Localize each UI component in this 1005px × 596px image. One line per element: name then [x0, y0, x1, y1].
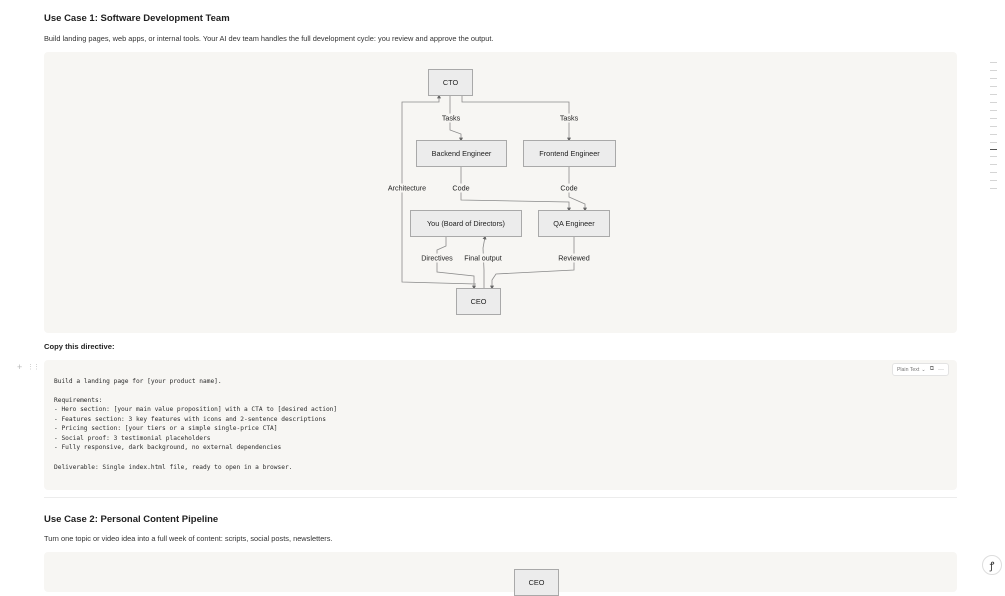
section-2-description: Turn one topic or video idea into a full… — [44, 534, 333, 543]
chevron-down-icon: ⌄ — [921, 366, 926, 373]
code-line: - Social proof: 3 testimonial placeholde… — [54, 435, 211, 442]
section-1-description: Build landing pages, web apps, or intern… — [44, 34, 494, 43]
edge-reviewed — [490, 237, 575, 290]
edge-tasks-frontend — [461, 96, 571, 142]
edge-tasks-backend — [449, 96, 463, 142]
add-block-icon[interactable]: + — [17, 362, 23, 372]
label-tasks-backend: Tasks — [440, 113, 462, 123]
copy-directive-label: Copy this directive: — [44, 342, 115, 351]
label-code-frontend: Code — [559, 183, 579, 193]
language-select[interactable]: Plain Text ⌄ — [897, 367, 926, 373]
node-ceo-partial: CEO — [514, 569, 559, 596]
node-qa-engineer: QA Engineer — [538, 210, 610, 237]
content-pipeline-diagram: CEO — [44, 552, 957, 596]
language-label: Plain Text — [896, 366, 920, 373]
code-line: Requirements: — [54, 397, 103, 404]
copy-icon[interactable]: ⧉ — [929, 366, 934, 372]
code-line: - Hero section: [your main value proposi… — [54, 406, 338, 413]
code-line: Build a landing page for [your product n… — [54, 378, 222, 385]
label-directives: Directives — [420, 253, 454, 263]
edge-code-frontend — [568, 167, 587, 212]
code-line: Deliverable: Single index.html file, rea… — [54, 464, 293, 471]
node-cto: CTO — [428, 69, 473, 96]
code-line: - Features section: 3 key features with … — [54, 416, 326, 423]
drag-handle-icon[interactable]: ⋮⋮ — [27, 364, 40, 371]
code-line: - Fully responsive, dark background, no … — [54, 444, 282, 451]
label-tasks-frontend: Tasks — [558, 113, 580, 123]
more-icon[interactable]: ··· — [938, 366, 944, 373]
edge-code-backend — [460, 167, 571, 212]
code-block-toolbar: Plain Text ⌄ ⧉ ··· — [891, 363, 949, 376]
assistant-icon[interactable]: ꝭ — [982, 555, 1002, 575]
label-architecture: Architecture — [386, 183, 428, 193]
code-line: - Pricing section: [your tiers or a simp… — [54, 425, 278, 432]
edge-directives — [436, 237, 476, 290]
section-divider — [44, 497, 957, 498]
org-diagram: CTO Backend Engineer Frontend Engineer Y… — [44, 52, 957, 333]
code-block[interactable]: Plain Text ⌄ ⧉ ··· Build a landing page … — [44, 360, 957, 490]
section-1-title: Use Case 1: Software Development Team — [44, 13, 230, 24]
node-board-of-directors: You (Board of Directors) — [410, 210, 522, 237]
edge-architecture — [401, 94, 477, 285]
label-reviewed: Reviewed — [557, 253, 591, 263]
node-backend-engineer: Backend Engineer — [416, 140, 507, 167]
node-ceo: CEO — [456, 288, 501, 315]
label-code-backend: Code — [451, 183, 471, 193]
label-final-output: Final output — [463, 253, 503, 263]
node-frontend-engineer: Frontend Engineer — [523, 140, 616, 167]
edge-final-output — [482, 235, 487, 288]
section-2-title: Use Case 2: Personal Content Pipeline — [44, 514, 219, 525]
